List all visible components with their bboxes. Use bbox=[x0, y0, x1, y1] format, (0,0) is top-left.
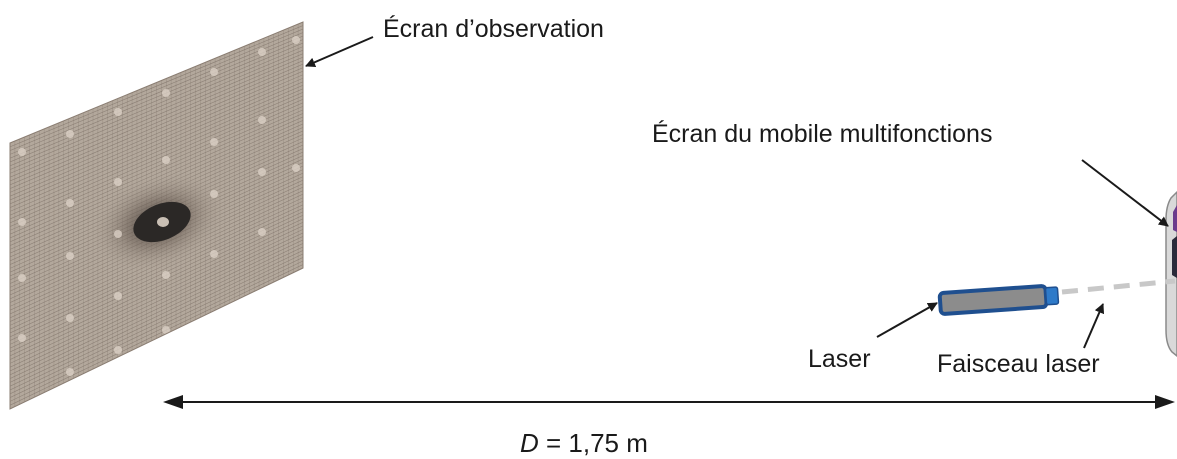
mobile-phone bbox=[1165, 190, 1177, 357]
distance-symbol: D bbox=[520, 428, 539, 458]
laser-beam-pointer bbox=[1083, 303, 1105, 349]
laser-pointer bbox=[876, 302, 938, 338]
distance-arrow bbox=[163, 395, 1175, 409]
laser-beam-label: Faisceau laser bbox=[937, 350, 1100, 378]
observation-screen-pointer bbox=[305, 36, 374, 68]
laser-body bbox=[937, 284, 1049, 316]
central-spot-core bbox=[157, 217, 169, 227]
distance-value: = 1,75 m bbox=[538, 428, 648, 458]
distance-label: D = 1,75 m bbox=[520, 430, 648, 456]
laser-beam bbox=[1061, 278, 1176, 295]
mobile-screen-pointer bbox=[1081, 159, 1169, 227]
mobile-screen-label: Écran du mobile multifonctions bbox=[652, 120, 993, 148]
laser-tip bbox=[1044, 286, 1060, 306]
laser-label: Laser bbox=[808, 345, 871, 373]
observation-screen-label: Écran d’observation bbox=[383, 15, 604, 43]
observation-screen bbox=[9, 21, 304, 410]
diffraction-dots bbox=[18, 36, 300, 376]
laser-device bbox=[937, 284, 1060, 316]
